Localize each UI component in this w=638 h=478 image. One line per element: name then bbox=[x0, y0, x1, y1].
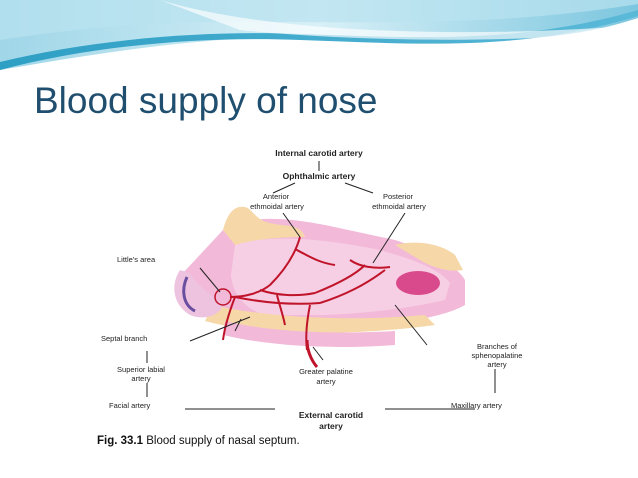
anatomy-figure: Internal carotid artery Ophthalmic arter… bbox=[95, 145, 547, 460]
label-facial-artery: Facial artery bbox=[109, 401, 151, 410]
caption-text: Blood supply of nasal septum. bbox=[146, 435, 300, 447]
label-internal-carotid: Internal carotid artery bbox=[275, 148, 363, 158]
label-external-carotid-1: External carotid bbox=[298, 410, 364, 420]
label-branches-2: sphenopalatine bbox=[471, 351, 523, 360]
label-littles-area: Little's area bbox=[117, 255, 156, 264]
columella-outline bbox=[182, 276, 196, 313]
nasal-septum-illustration bbox=[146, 161, 496, 410]
label-leader-lines bbox=[146, 161, 496, 410]
header-wave-decoration bbox=[0, 0, 638, 70]
slide-title: Blood supply of nose bbox=[34, 80, 378, 121]
label-ophthalmic: Ophthalmic artery bbox=[282, 171, 356, 181]
label-anterior-ethmoidal-1: Anterior bbox=[262, 192, 290, 201]
label-superior-labial-2: artery bbox=[131, 374, 151, 383]
label-anterior-ethmoidal-2: ethmoidal artery bbox=[250, 202, 304, 211]
figure-caption: Fig. 33.1 Blood supply of nasal septum. bbox=[97, 435, 300, 447]
label-superior-labial-1: Superior labial bbox=[117, 365, 165, 374]
greater-palatine-trunk bbox=[305, 339, 319, 368]
label-greater-palatine-2: artery bbox=[316, 377, 336, 386]
label-posterior-ethmoidal-2: ethmoidal artery bbox=[372, 202, 426, 211]
label-maxillary-artery: Maxillary artery bbox=[451, 401, 502, 410]
label-external-carotid-2: artery bbox=[319, 421, 343, 431]
frontal-bone bbox=[223, 206, 305, 245]
label-greater-palatine-1: Greater palatine bbox=[299, 367, 353, 376]
label-septal-branch: Septal branch bbox=[101, 334, 148, 343]
oral-mucosa bbox=[223, 321, 395, 347]
label-branches-3: artery bbox=[487, 360, 507, 369]
littles-area-marker bbox=[214, 288, 232, 306]
sphenoid-bone bbox=[395, 242, 463, 271]
label-posterior-ethmoidal-1: Posterior bbox=[382, 192, 413, 201]
label-branches-1: Branches of bbox=[476, 342, 518, 351]
sphenoid-sinus bbox=[396, 271, 440, 295]
hard-palate bbox=[205, 305, 435, 333]
caption-figure-number: Fig. 33.1 bbox=[97, 435, 144, 447]
